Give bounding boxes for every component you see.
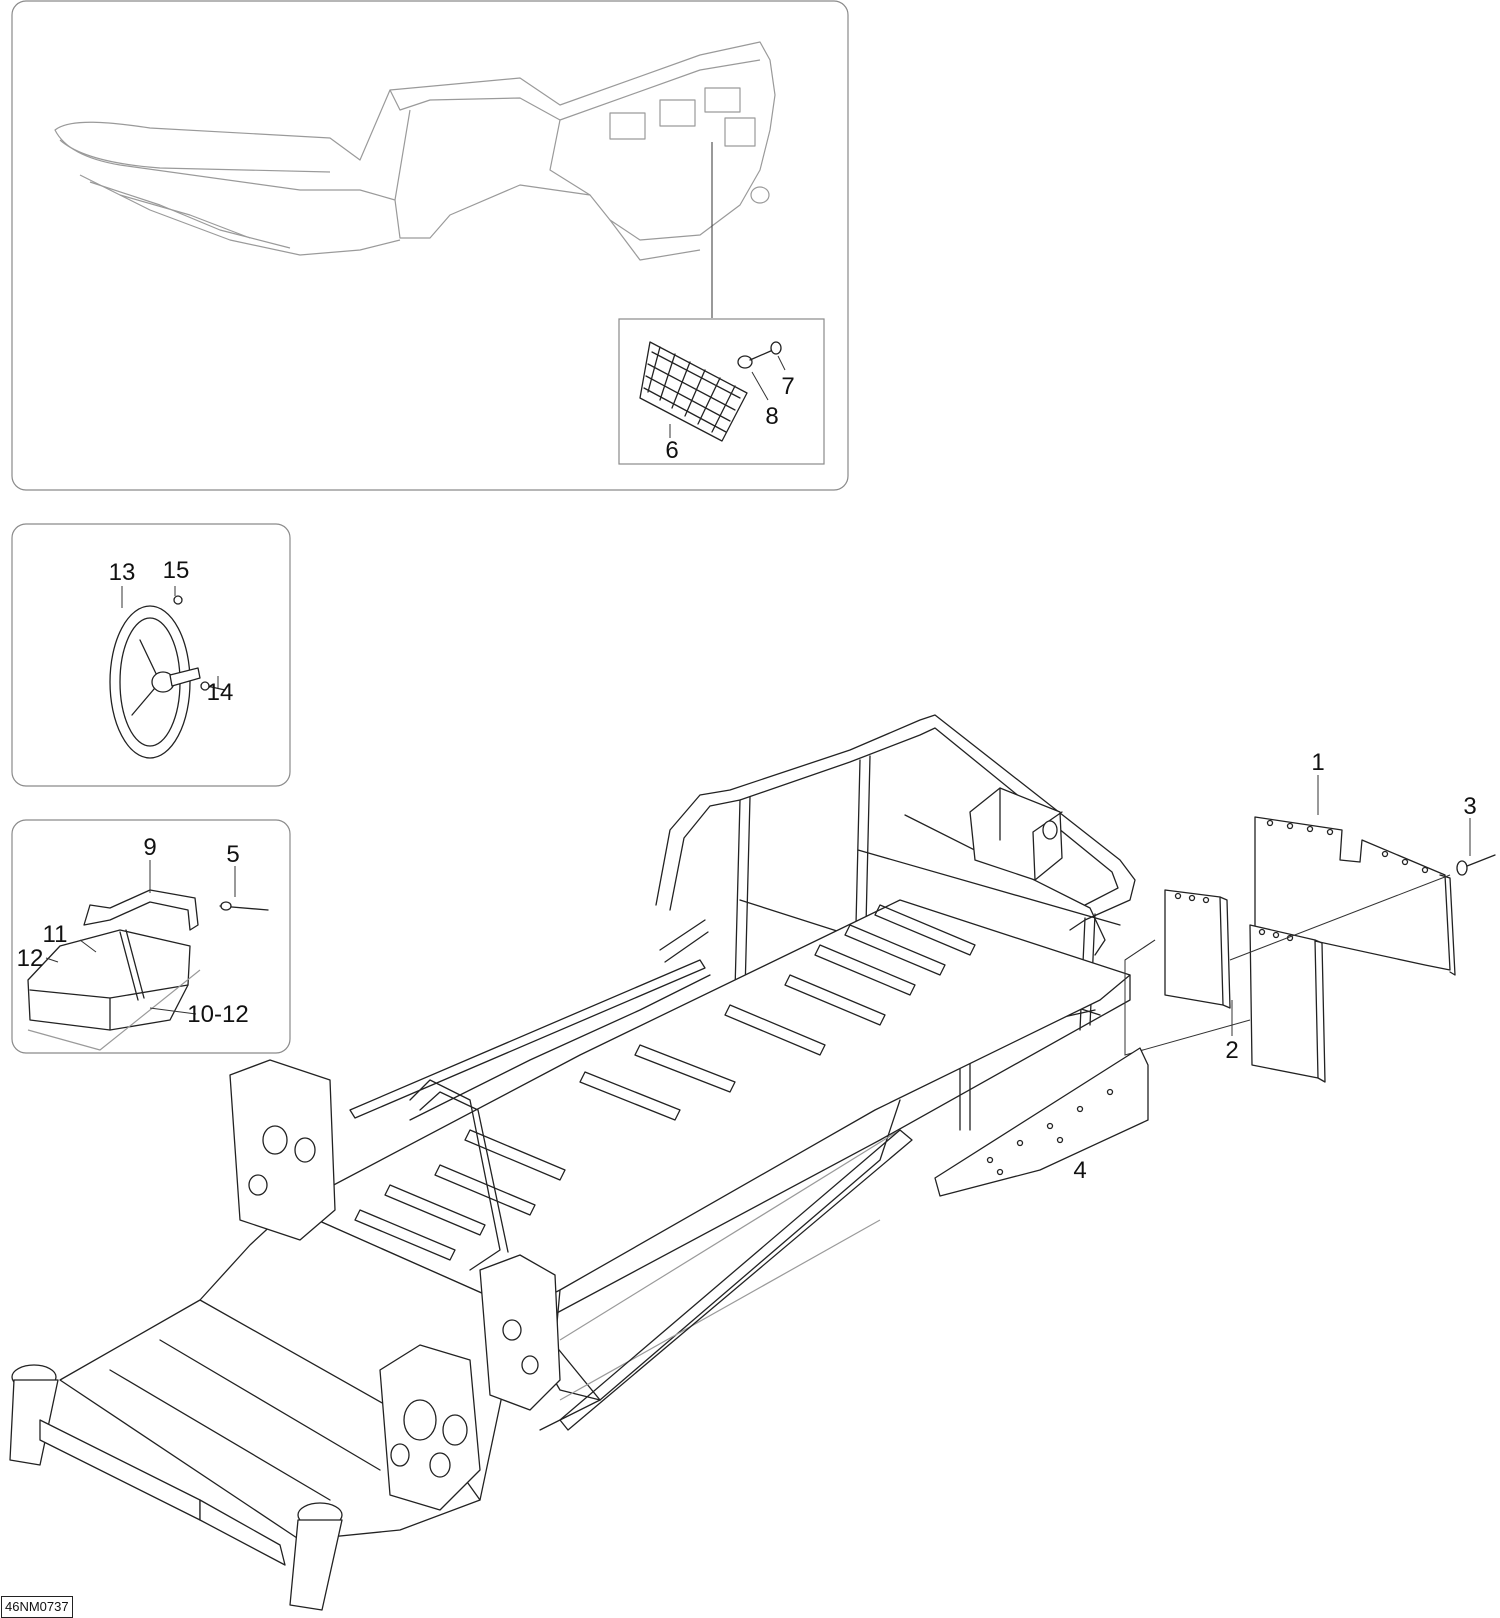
front-frame: [59, 1059, 561, 1541]
side-deflector: [934, 1047, 1149, 1197]
flap-rivet: [1456, 854, 1496, 876]
callout-9: 9: [143, 834, 156, 861]
callout-3: 3: [1463, 793, 1476, 820]
callout-1: 1: [1311, 749, 1324, 776]
front-tube-left: [9, 1364, 201, 1521]
callout-5: 5: [226, 841, 239, 868]
drawing-reference-number: 46NM0737: [1, 1596, 73, 1618]
tunnel-rail: [349, 959, 913, 1431]
seat-cushion-part: [27, 929, 201, 1051]
reflector-inset: [618, 318, 825, 465]
callout-15: 15: [163, 557, 190, 584]
screw-part: [737, 341, 782, 369]
callout-7: 7: [781, 373, 794, 400]
callout-4: 4: [1073, 1157, 1086, 1184]
detail-panel-body: [11, 0, 849, 491]
rear-bracket: [969, 787, 1063, 881]
body-shell-drawing: [54, 41, 776, 261]
wheel-part: [109, 595, 226, 759]
mud-flap-small-right: [1249, 924, 1326, 1083]
rivet-part: [219, 866, 269, 911]
bracket-part: [83, 860, 199, 931]
frame-assembly: [9, 714, 1136, 1611]
flap-leaders: [1124, 775, 1471, 1056]
callout-10-12: 10-12: [187, 1001, 248, 1028]
reflector-part: [639, 341, 748, 442]
callout-13: 13: [109, 559, 136, 586]
callout-6: 6: [665, 437, 678, 464]
detail-panel-seat: [11, 819, 291, 1054]
front-tube-right: [199, 1499, 343, 1611]
tunnel-deck: [289, 899, 1131, 1431]
mud-flap-small-left: [1164, 889, 1231, 1009]
callout-14: 14: [207, 679, 234, 706]
callout-11: 11: [43, 921, 68, 948]
callout-12: 12: [17, 945, 44, 972]
callout-2: 2: [1225, 1037, 1238, 1064]
detail-panel-wheel: [11, 523, 291, 787]
callout-8: 8: [765, 403, 778, 430]
